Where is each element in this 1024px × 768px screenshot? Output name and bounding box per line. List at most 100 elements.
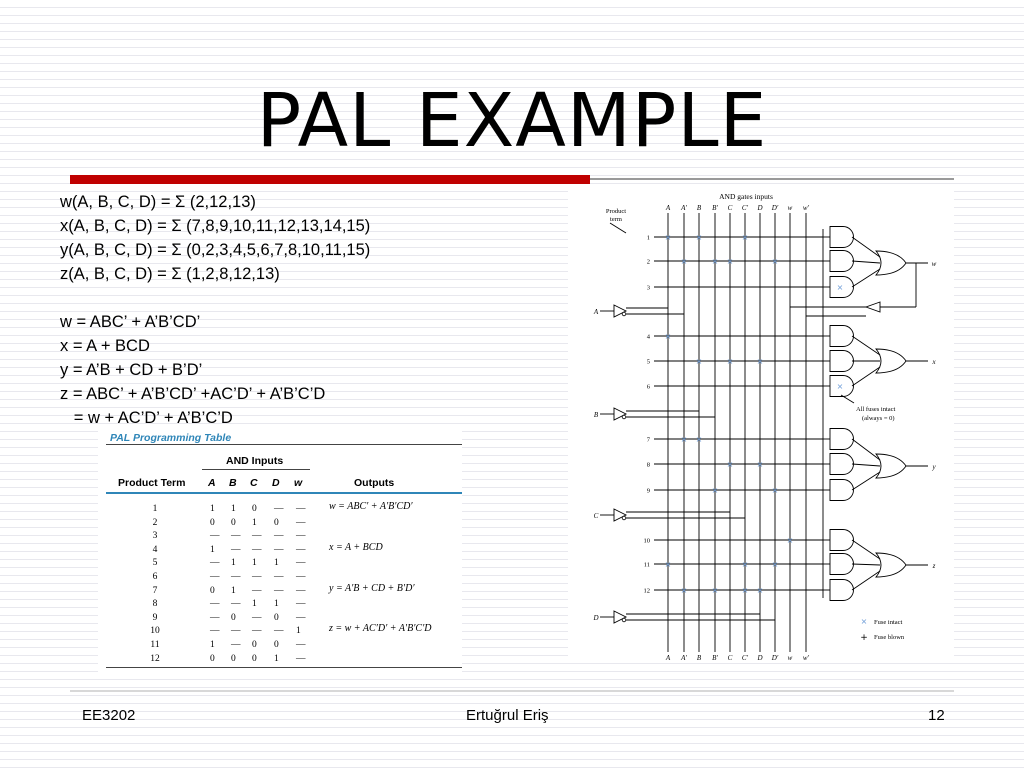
and-gate — [829, 428, 854, 450]
table-cell: 0 — [274, 612, 279, 623]
table-output-y: y = A′B + CD + B′D′ — [329, 583, 415, 594]
or-gate-input-lead — [851, 539, 881, 560]
or-gate-input-lead — [851, 268, 881, 288]
fuse-intact-icon: × — [772, 257, 779, 266]
table-cell: 0 — [210, 585, 215, 596]
table-cell-term: 8 — [152, 599, 158, 610]
input-buffer — [613, 508, 628, 522]
fuse-intact-icon: × — [712, 257, 719, 266]
product-term-number: 1 — [647, 235, 650, 242]
table-cell: — — [296, 531, 306, 542]
simplified-z-alt: = w + AC’D’ + A’B’C’D — [60, 409, 233, 427]
column-label-top: B — [697, 204, 702, 212]
input-header-w: w — [294, 477, 303, 489]
input-header-c: C — [250, 477, 258, 489]
table-output-z: z = w + AC′D′ + A′B′C′D — [329, 623, 432, 634]
table-cell: 1 — [231, 504, 236, 514]
column-label-top: C — [728, 204, 733, 212]
input-label: B — [594, 411, 599, 419]
column-label-top: D′ — [771, 204, 779, 212]
column-label-bottom: B — [697, 654, 702, 662]
table-cell: 0 — [252, 504, 257, 514]
and-gate — [829, 529, 854, 551]
column-label-top: C′ — [742, 204, 749, 212]
and-gate — [829, 350, 854, 372]
column-label-bottom: A — [665, 654, 671, 662]
output-label: y — [931, 463, 936, 471]
table-cell: — — [296, 517, 306, 528]
product-term-pointer — [609, 222, 627, 234]
fuse-note-pointer — [840, 394, 855, 404]
column-label-bottom: C — [728, 654, 733, 662]
table-cell: — — [296, 599, 306, 610]
product-term-label-line2: term — [610, 216, 622, 223]
fuse-intact-icon: × — [772, 560, 779, 569]
table-cell: 0 — [274, 640, 279, 650]
inverter-bubble — [621, 414, 627, 420]
equation-y: y(A, B, C, D) = Σ (0,2,3,4,5,6,7,8,10,11… — [60, 241, 371, 259]
simplified-y: y = A’B + CD + B’D’ — [60, 361, 203, 379]
table-cell-term: 9 — [152, 612, 158, 623]
input-buffer — [613, 610, 628, 624]
fuse-intact-icon: × — [742, 586, 749, 595]
product-term-number: 2 — [647, 259, 650, 266]
equation-z: z(A, B, C, D) = Σ (1,2,8,12,13) — [60, 265, 280, 283]
product-term-header: Product Term — [118, 477, 186, 489]
product-term-number: 11 — [644, 562, 650, 569]
table-cell: 1 — [252, 599, 257, 610]
and-inputs-rule — [202, 469, 310, 470]
input-header-d: D — [272, 477, 280, 489]
input-header-b: B — [229, 477, 237, 489]
table-cell: — — [210, 626, 220, 637]
table-cell: — — [210, 558, 220, 569]
product-term-number: 7 — [647, 437, 651, 444]
table-cell: — — [210, 612, 220, 623]
table-cell-term: 10 — [150, 626, 160, 637]
or-gate-input-lead — [851, 471, 881, 491]
table-cell: — — [296, 640, 306, 650]
table-cell-term: 5 — [152, 558, 158, 569]
table-row: 3————— — [98, 531, 462, 542]
table-cell: 1 — [252, 558, 257, 569]
and-gate — [829, 479, 854, 501]
inverter-bubble — [621, 311, 627, 317]
table-cell: — — [252, 531, 262, 542]
inverter-bubble — [621, 617, 627, 623]
simplified-z: z = ABC’ + A’B’CD’ +AC’D’ + A’B’C’D — [60, 385, 326, 403]
and-inputs-header: AND Inputs — [226, 455, 284, 467]
table-bottom-rule — [106, 667, 462, 668]
output-label: z — [932, 562, 936, 570]
or-gate — [875, 250, 907, 276]
column-label-top: w′ — [803, 204, 810, 212]
table-cell: — — [210, 599, 220, 610]
table-cell-term: 1 — [152, 504, 158, 514]
and-gate — [829, 325, 854, 347]
table-cell: — — [274, 504, 284, 514]
footer-author: Ertuğrul Eriş — [466, 707, 549, 724]
table-cell: 1 — [210, 544, 215, 555]
table-cell: — — [296, 544, 306, 555]
and-gate — [829, 579, 854, 601]
or-gate-input-lead — [851, 463, 881, 467]
product-term-number: 8 — [647, 462, 650, 469]
table-cell: 0 — [231, 517, 236, 528]
fuse-intact-icon: × — [837, 382, 844, 391]
table-cell: — — [296, 653, 306, 664]
table-cell: 0 — [252, 640, 257, 650]
title-underline-red — [70, 175, 590, 184]
column-label-bottom: w — [788, 654, 793, 662]
column-label-top: B′ — [712, 204, 718, 212]
simplified-w: w = ABC’ + A’B’CD’ — [60, 313, 201, 331]
fuse-note-line1: All fuses intact — [856, 406, 896, 413]
fuse-blown-icon: + — [860, 633, 868, 643]
pal-diagram-svg: AND gates inputsProducttermAAA′A′BBB′B′C… — [592, 192, 936, 662]
title-underline-gray — [590, 178, 954, 180]
pal-programming-table: PAL Programming Table AND Inputs Product… — [98, 430, 462, 676]
equation-w: w(A, B, C, D) = Σ (2,12,13) — [60, 193, 256, 211]
table-row: 10————1 — [98, 626, 462, 637]
